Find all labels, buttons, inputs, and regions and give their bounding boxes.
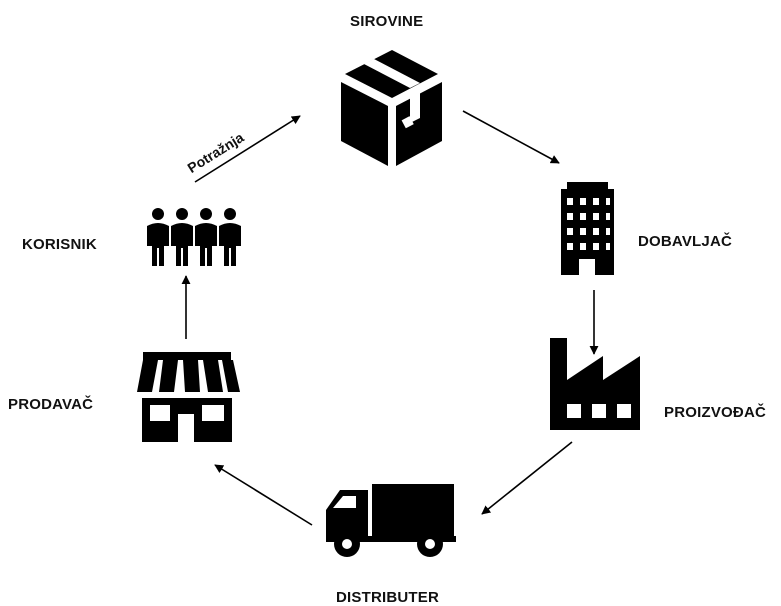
arrow-distributer-to-prodavac [214,464,313,526]
box-icon [341,50,442,166]
people-group-icon [147,208,241,266]
arrow-sirovine-to-dobavljac [462,110,560,164]
label-sirovine: SIROVINE [350,13,424,30]
truck-icon [326,484,456,557]
label-proizvodac: PROIZVOĐAČ [664,404,767,421]
label-dobavljac: DOBAVLJAČ [638,233,733,250]
label-distributer: DISTRIBUTER [336,589,440,606]
office-building-icon [561,182,614,275]
label-korisnik: KORISNIK [22,236,97,253]
store-icon [137,352,240,442]
label-prodavac: PRODAVAČ [8,396,94,413]
arrow-proizvodac-to-distributer [481,441,573,515]
arrow-korisnik-to-sirovine [194,115,301,183]
factory-icon [550,338,640,430]
